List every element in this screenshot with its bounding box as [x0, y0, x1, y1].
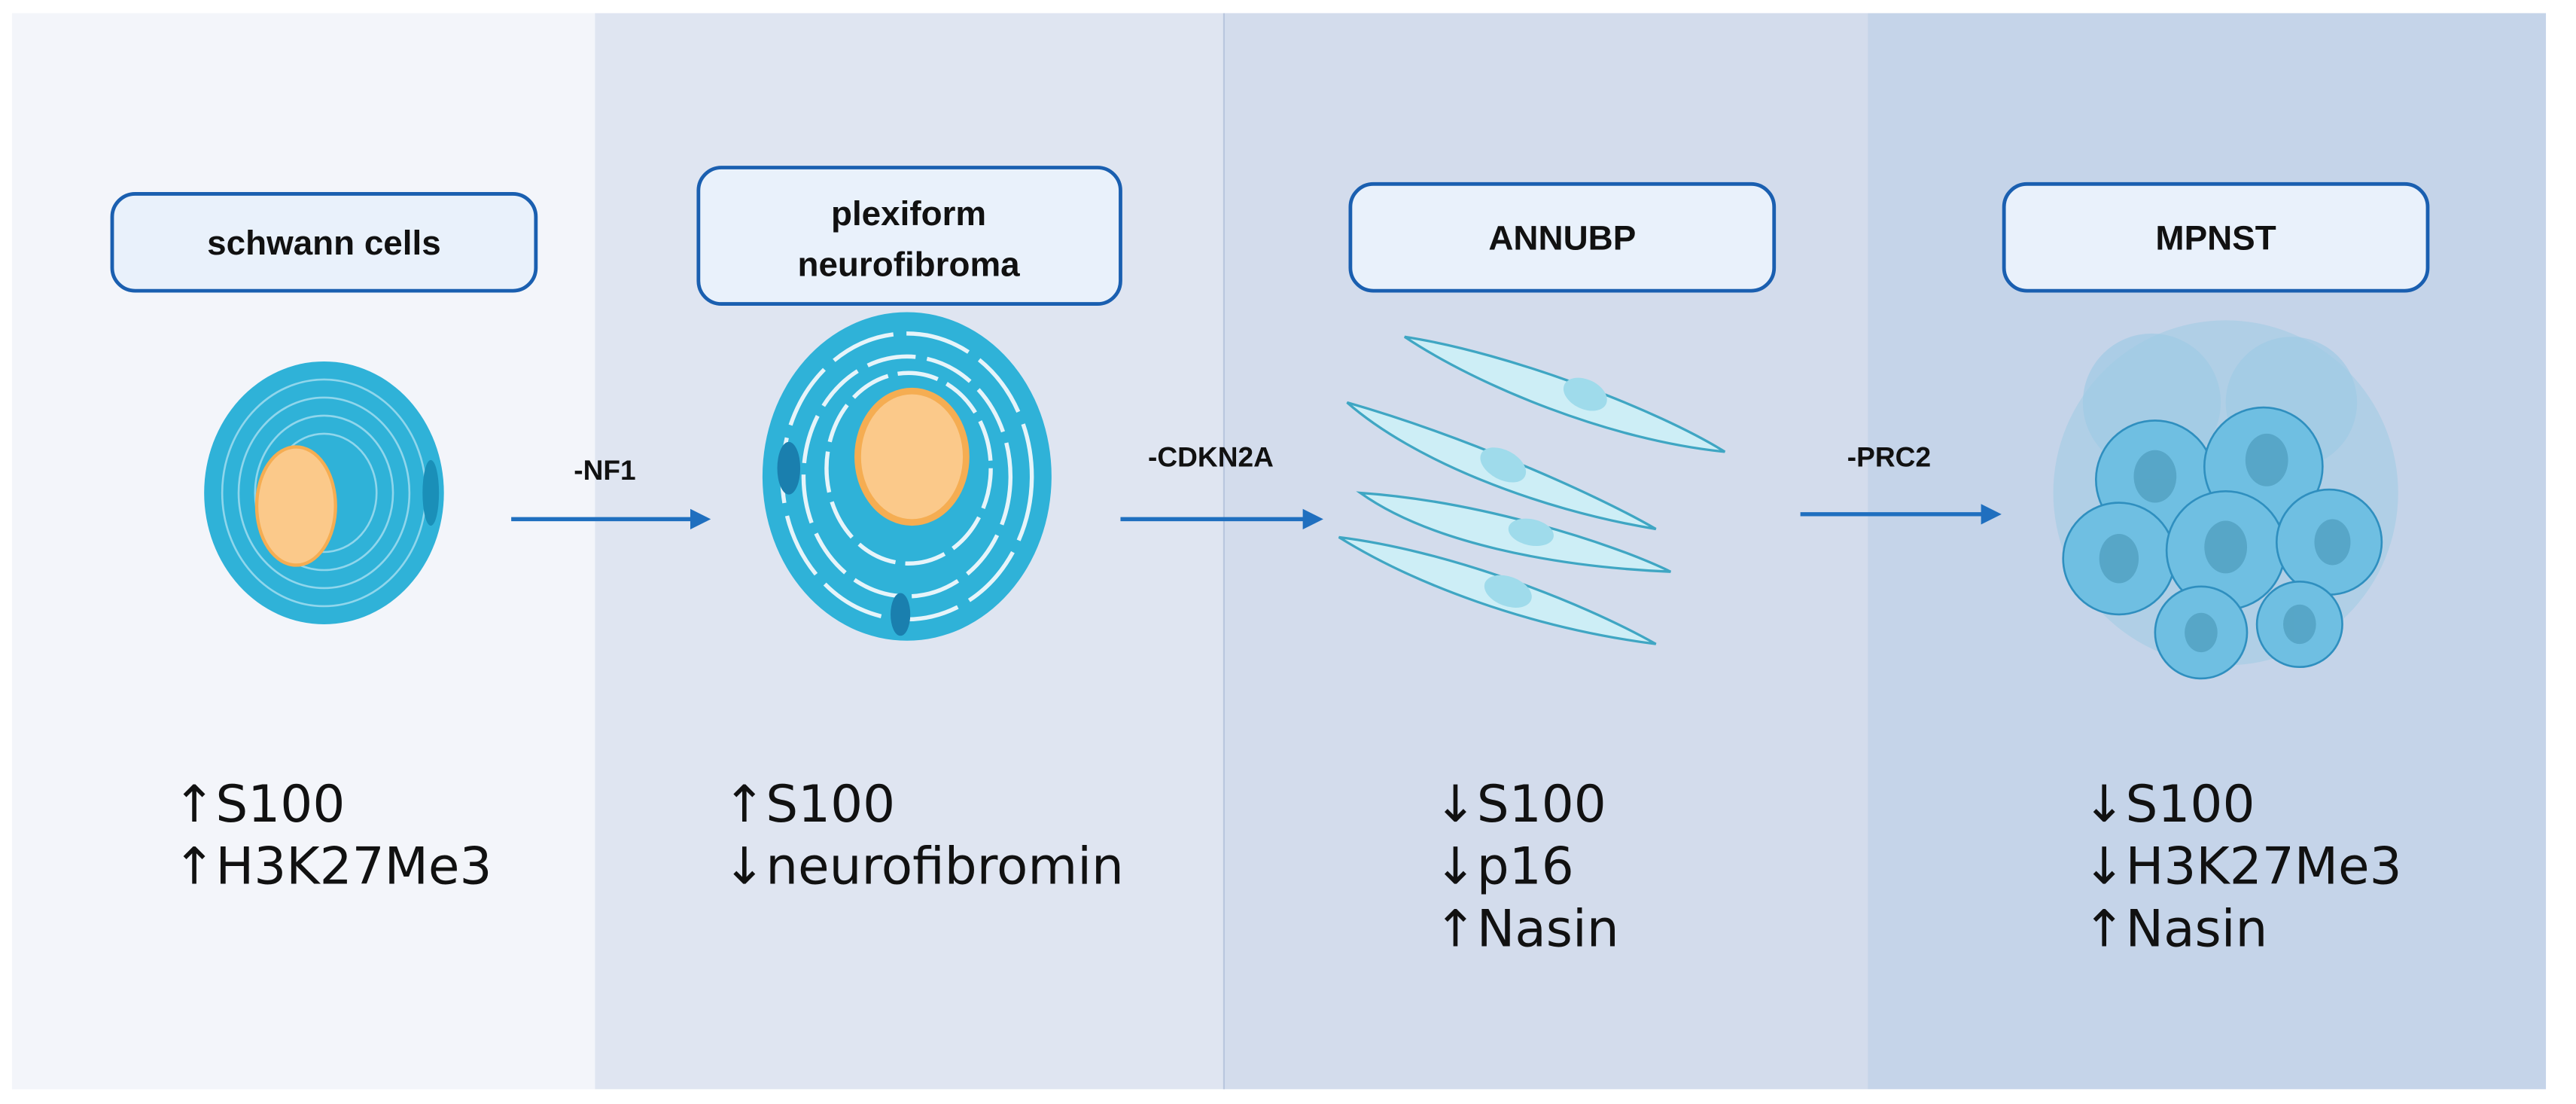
stage-title: schwann cells: [207, 224, 441, 262]
schwann-cell-icon: [204, 361, 444, 624]
stage-box-schwann-cells: schwann cells: [110, 192, 538, 293]
stage-title: ANNUBP: [1488, 219, 1636, 258]
marker: ↑Nasin: [1434, 899, 1619, 959]
mpnst-tumor-cluster-icon: [2053, 320, 2398, 680]
transition-label: -PRC2: [1847, 441, 1931, 473]
stage-title-line-2: neurofibroma: [797, 246, 1020, 284]
markers-annubp: ↓S100 ↓p16 ↑Nasin: [1434, 774, 1619, 959]
stage-title-line-1: plexiform: [831, 194, 986, 233]
marker: ↓neurofibromin: [723, 837, 1124, 896]
transition-prc2: -PRC2: [1800, 441, 2002, 525]
marker: ↓S100: [1434, 774, 1606, 834]
marker: ↓p16: [1434, 837, 1574, 896]
transition-cdkn2a: -CDKN2A: [1120, 441, 1323, 530]
stage-box-plexiform-neurofibroma: plexiform neurofibroma: [696, 166, 1122, 306]
marker: ↓H3K27Me3: [2083, 837, 2402, 896]
stage-title: MPNST: [2155, 219, 2276, 258]
transition-label: -NF1: [574, 454, 635, 486]
annubp-spindle-cells-icon: [1338, 335, 1726, 645]
marker: ↑H3K27Me3: [173, 837, 492, 896]
transition-nf1: -NF1: [511, 454, 711, 530]
marker: ↑S100: [723, 774, 896, 834]
stage-box-annubp: ANNUBP: [1348, 181, 1777, 293]
marker: ↓S100: [2083, 774, 2255, 834]
plexiform-neurofibroma-cell-icon: [762, 312, 1052, 641]
transition-label: -CDKN2A: [1148, 441, 1274, 473]
markers-mpnst: ↓S100 ↓H3K27Me3 ↑Nasin: [2083, 774, 2402, 959]
markers-schwann-cells: ↑S100 ↑H3K27Me3: [173, 774, 492, 896]
marker: ↑S100: [173, 774, 346, 834]
markers-plexiform-neurofibroma: ↑S100 ↓neurofibromin: [723, 774, 1124, 896]
stage-box-mpnst: MPNST: [2002, 181, 2430, 293]
marker: ↑Nasin: [2083, 899, 2268, 959]
